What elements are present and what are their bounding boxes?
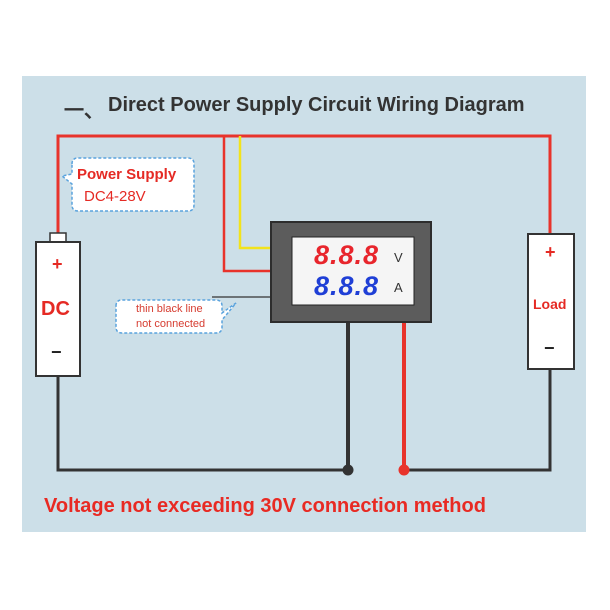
load-body: [527, 233, 575, 370]
load-label: Load: [533, 296, 567, 312]
footer-caption: Voltage not exceeding 30V connection met…: [44, 495, 486, 517]
black-return-wire: [56, 375, 348, 472]
note-callout: [115, 299, 237, 334]
battery-body: [35, 241, 81, 377]
red-meter-lead: [222, 136, 272, 273]
current-unit: A: [394, 280, 403, 295]
battery-minus: −: [51, 342, 62, 362]
power-supply-label: Power Supply: [77, 166, 177, 183]
current-display: 8.8.8: [314, 271, 380, 301]
load-return-wire: [404, 368, 552, 472]
power-supply-voltage: DC4-28V: [84, 188, 146, 205]
battery-label: DC: [41, 298, 70, 320]
diagram-title: Direct Power Supply Circuit Wiring Diagr…: [108, 94, 525, 116]
note-line-1: thin black line: [136, 303, 203, 315]
junction-red: [398, 464, 410, 476]
title-prefix: 一、: [64, 100, 104, 122]
red-supply-wire: [56, 134, 552, 234]
junction-black: [342, 464, 354, 476]
voltage-display: 8.8.8: [314, 240, 380, 270]
note-line-2: not connected: [136, 318, 206, 330]
load-minus: −: [544, 338, 555, 358]
meter-screen: [291, 236, 415, 306]
load-plus: +: [545, 242, 556, 262]
yellow-meter-lead: [238, 136, 272, 250]
voltage-unit: V: [394, 250, 403, 265]
battery-plus: +: [52, 254, 63, 274]
power-supply-callout: [60, 157, 195, 212]
